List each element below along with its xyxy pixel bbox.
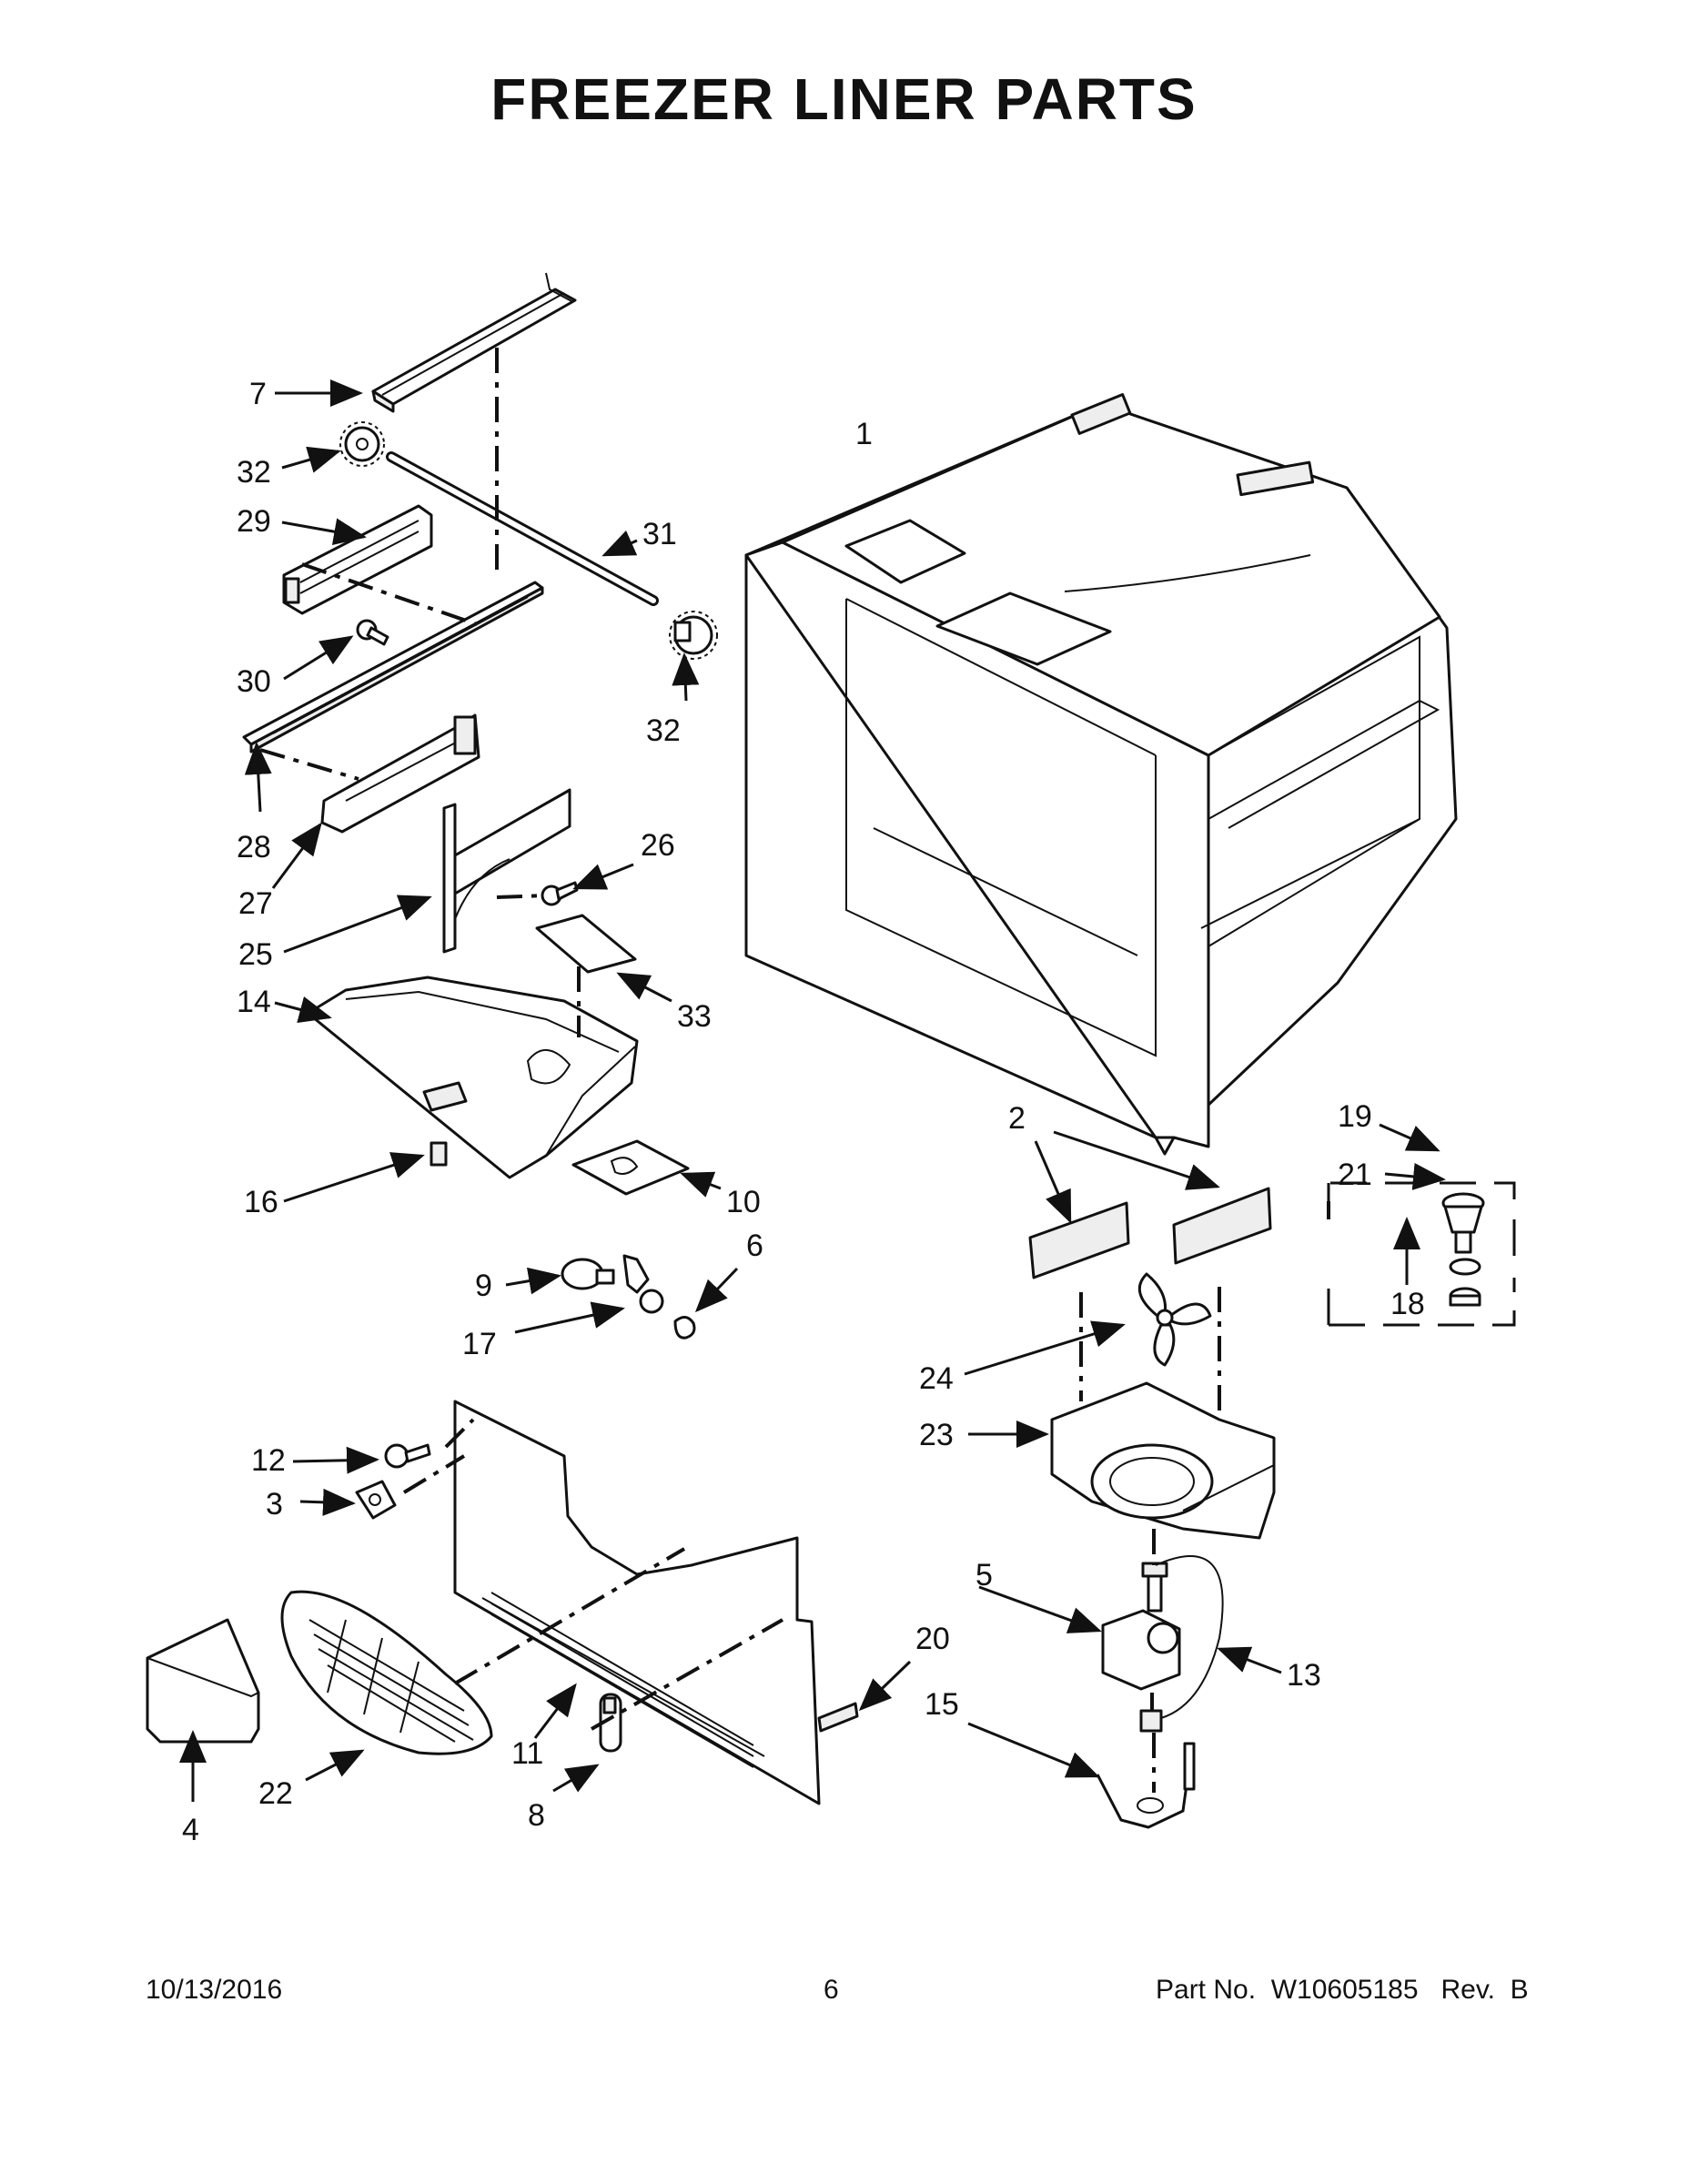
part-33-pad (535, 914, 637, 974)
part-3-mount (355, 1480, 397, 1520)
callout-15: 15 (925, 1687, 959, 1722)
grille-mesh (308, 1619, 474, 1743)
part-4-duct-cover (146, 1618, 260, 1744)
part-10-gasket (571, 1139, 690, 1196)
part-27-slide-cover (320, 713, 480, 834)
callout-14: 14 (237, 985, 271, 1019)
part-13-wire-harness (1153, 1555, 1224, 1721)
part-17-socket (622, 1254, 664, 1314)
assembly-lines (259, 348, 1221, 1793)
callout-18: 18 (1390, 1287, 1425, 1321)
part-28-slide-rail (242, 581, 544, 753)
callout-7: 7 (249, 377, 267, 411)
callout-9: 9 (475, 1269, 492, 1303)
callout-2: 2 (1008, 1101, 1026, 1136)
callout-8: 8 (528, 1798, 545, 1833)
callout-13: 13 (1287, 1658, 1321, 1693)
callout-32-upper: 32 (237, 455, 271, 490)
callout-30: 30 (237, 664, 271, 699)
callout-33: 33 (677, 999, 712, 1034)
callout-17: 17 (462, 1327, 497, 1361)
callout-29: 29 (237, 504, 271, 539)
callout-5: 5 (975, 1558, 993, 1592)
callout-1: 1 (855, 417, 873, 451)
part-2-seals (1028, 1187, 1272, 1279)
part-11-evaporator-cover (453, 1400, 821, 1805)
callout-3: 3 (266, 1487, 283, 1522)
callout-21: 21 (1338, 1158, 1372, 1192)
footer-page-number: 6 (824, 1975, 839, 2005)
part-15-motor-bracket (1096, 1709, 1196, 1829)
part-23-fan-shroud (1050, 1381, 1276, 1540)
part-30-screw (356, 619, 389, 646)
callout-23: 23 (919, 1418, 954, 1452)
part-18-drain-kit-box (1327, 1181, 1516, 1327)
callout-10: 10 (726, 1185, 761, 1219)
part-19-drain-valve (1441, 1192, 1485, 1254)
part-7-rail (371, 272, 577, 413)
part-12-screw (384, 1443, 431, 1469)
part-32-gear-lower (669, 611, 718, 660)
part-5-fan-motor (1101, 1562, 1181, 1691)
part-1-liner (744, 393, 1458, 1156)
part-31-shaft (386, 451, 659, 606)
callout-32-lower: 32 (646, 713, 681, 748)
vent-slots (490, 1592, 754, 1768)
callout-27: 27 (238, 886, 273, 921)
callout-16: 16 (244, 1185, 278, 1219)
part-14-housing (311, 976, 639, 1179)
part-22-grille (280, 1590, 493, 1755)
callout-28: 28 (237, 830, 271, 864)
part-26-screw (541, 881, 579, 906)
part-25-bracket (442, 788, 571, 954)
callout-20: 20 (915, 1622, 950, 1656)
callout-labels: 1 2 3 4 5 6 7 8 9 10 11 12 13 14 15 16 1… (182, 377, 1425, 1847)
callout-25: 25 (238, 937, 273, 972)
callout-12: 12 (251, 1443, 286, 1478)
part-21-drain-seal (1449, 1258, 1481, 1307)
footer-date: 10/13/2016 (146, 1975, 283, 2005)
page-title: FREEZER LINER PARTS (490, 66, 1198, 132)
part-32-gear-upper (339, 421, 385, 467)
part-20-foam-strip (817, 1702, 859, 1733)
part-6-clip (673, 1316, 696, 1340)
callout-6: 6 (746, 1228, 763, 1263)
footer-part-number: Part No. W10605185 Rev. B (1156, 1975, 1529, 2005)
callout-22: 22 (258, 1776, 293, 1811)
callout-19: 19 (1338, 1099, 1372, 1134)
callout-26: 26 (641, 828, 675, 863)
callout-11: 11 (511, 1736, 543, 1771)
callout-31: 31 (642, 517, 677, 551)
part-9-bulb (561, 1258, 615, 1290)
callout-4: 4 (182, 1813, 199, 1847)
callout-24: 24 (919, 1361, 954, 1396)
leader-arrows (179, 379, 1446, 1802)
part-24-fan-blade (1137, 1272, 1212, 1367)
part-8-thermistor (599, 1693, 622, 1753)
part-29-slide-bracket (282, 504, 433, 615)
part-16-switch (430, 1141, 448, 1167)
